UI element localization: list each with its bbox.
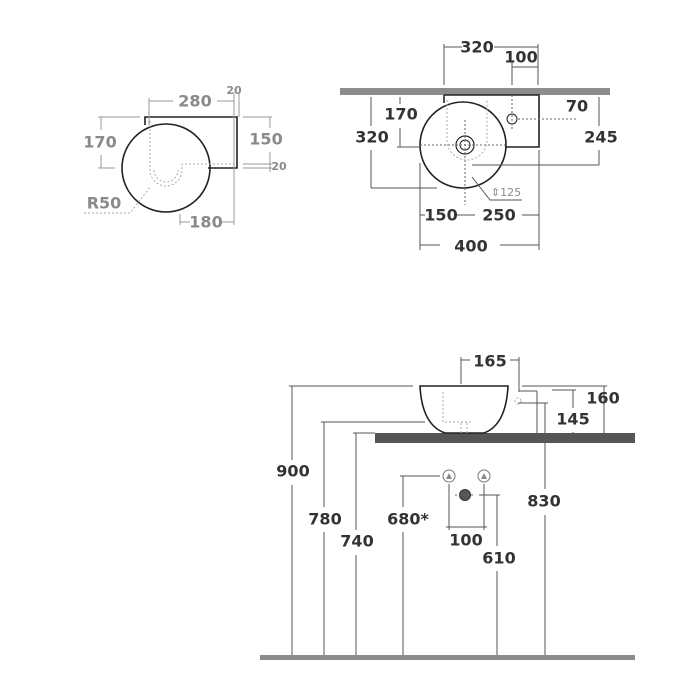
- dim-line-100: [446, 484, 487, 530]
- dim-line-180: [179, 168, 235, 225]
- dim-line-280: [148, 92, 240, 168]
- hidden-drain: [442, 392, 472, 433]
- dim-label-830: 830: [527, 492, 560, 511]
- dim-label-320-top: 320: [460, 38, 493, 57]
- dim-label-680: 680*: [387, 510, 429, 529]
- dim-line-900: [289, 385, 413, 655]
- dim-label-170: 170: [384, 105, 417, 124]
- radius-leader: [84, 186, 151, 214]
- dim-label-150: 150: [424, 206, 457, 225]
- dim-line-170: [98, 116, 140, 169]
- depth-value: 125: [500, 186, 521, 199]
- dim-line-160: [522, 385, 607, 443]
- dim-label-250: 250: [482, 206, 515, 225]
- dim-line-170: [397, 97, 420, 148]
- dim-label-170: 170: [83, 133, 116, 152]
- dim-label-900: 900: [276, 462, 309, 481]
- floor-line: [260, 655, 635, 660]
- basin-outline-rect: [444, 94, 540, 148]
- dim-label-610: 610: [482, 549, 515, 568]
- dim-label-20-top: 20: [226, 84, 242, 97]
- dim-label-depth-125: ⇕125: [491, 186, 521, 199]
- depth-arrow-icon: ⇕: [491, 186, 500, 199]
- dim-line-165: [460, 357, 548, 433]
- dim-label-780: 780: [308, 510, 341, 529]
- tap-hole-hidden: [514, 397, 522, 405]
- dim-label-70: 70: [566, 97, 588, 116]
- dim-label-280: 280: [178, 92, 211, 111]
- hidden-outline: [446, 100, 488, 161]
- dim-label-320-left: 320: [355, 128, 388, 147]
- dim-label-165: 165: [473, 352, 506, 371]
- dim-label-145: 145: [556, 410, 589, 429]
- countertop-plan: [340, 88, 610, 95]
- dim-lines-bottom: [419, 150, 540, 250]
- dim-label-180: 180: [189, 213, 222, 232]
- plan-view-mounted: 320 100 70 170 320 245 ⇕125 150 250 400: [340, 38, 618, 256]
- drain-outlet-icon: [455, 489, 475, 501]
- hidden-outline: [149, 121, 235, 187]
- dim-label-100: 100: [449, 531, 482, 550]
- dim-line-320-left: [370, 97, 437, 189]
- dim-label-740: 740: [340, 532, 373, 551]
- dim-line-610: [479, 494, 500, 655]
- basin-bowl-circle: [121, 123, 211, 213]
- valve-icon-right: [477, 469, 491, 483]
- dim-label-150: 150: [249, 130, 282, 149]
- hidden-drain-arc: [153, 169, 179, 183]
- basin-bowl-side: [419, 385, 509, 434]
- basin-outline-rect: [144, 116, 238, 169]
- valve-icon-left: [442, 469, 456, 483]
- dim-label-400: 400: [454, 237, 487, 256]
- elevation-view: 165 900 780 740 680* 100 610 830 145 160: [260, 352, 635, 660]
- plan-view-small: 280 20 170 150 20 R50 180: [83, 84, 287, 232]
- dim-label-20-right: 20: [271, 160, 287, 173]
- dim-line-780: [321, 421, 425, 655]
- dim-line-145: [552, 389, 576, 443]
- dim-label-245: 245: [584, 128, 617, 147]
- dim-line-245: [472, 97, 600, 166]
- dim-line-740: [353, 432, 375, 655]
- dim-label-100: 100: [504, 48, 537, 67]
- dim-label-r50: R50: [87, 194, 122, 213]
- depth-leader: [471, 176, 522, 201]
- dim-line-150: [243, 116, 272, 172]
- dim-label-160: 160: [586, 389, 619, 408]
- countertop-side: [375, 433, 635, 443]
- dim-line-320-100: [443, 44, 539, 85]
- dim-line-680: [400, 475, 440, 655]
